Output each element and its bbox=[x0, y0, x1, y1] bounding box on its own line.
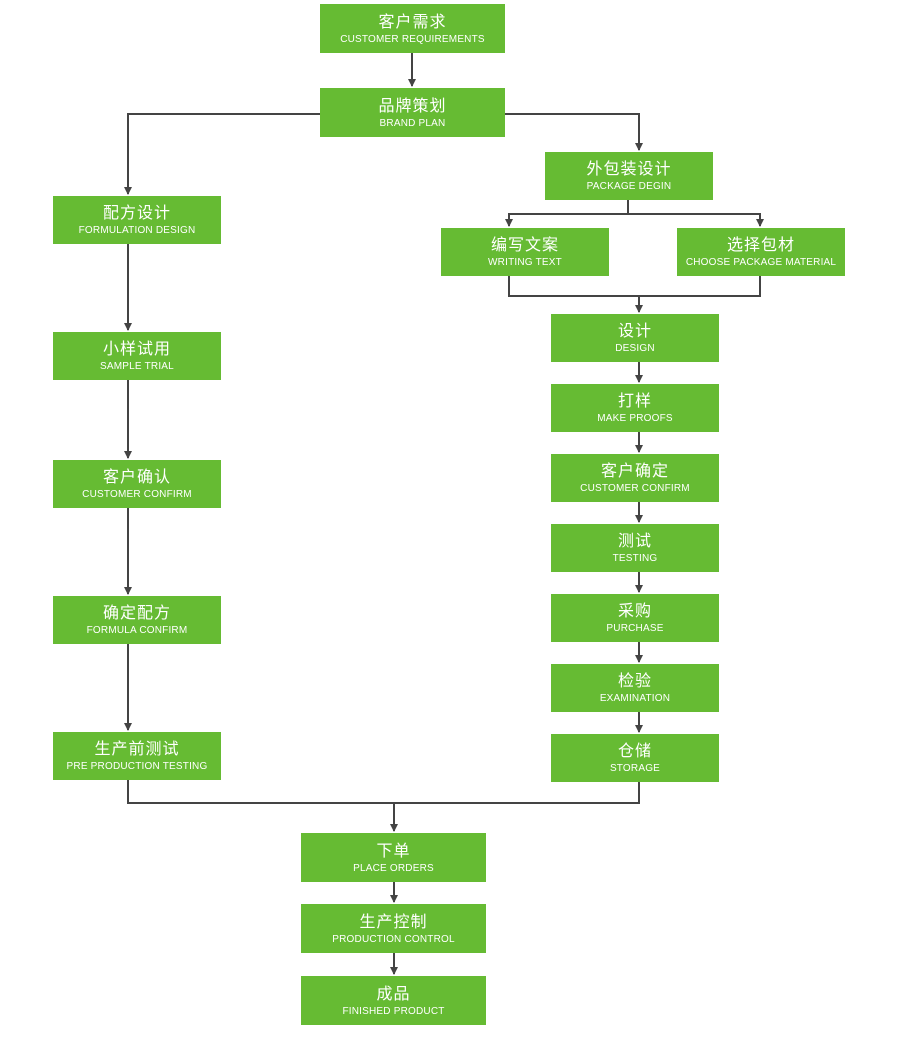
step-label-en: STORAGE bbox=[609, 763, 661, 774]
step-production-control: 生产控制 PRODUCTION CONTROL bbox=[301, 904, 486, 953]
step-label-en: CUSTOMER REQUIREMENTS bbox=[340, 33, 485, 45]
step-sample-trial: 小样试用 SAMPLE TRIAL bbox=[53, 332, 221, 380]
step-label-zh: 小样试用 bbox=[102, 339, 171, 358]
step-pre-production-testing: 生产前测试 PRE PRODUCTION TESTING bbox=[53, 732, 221, 780]
step-label-en: SAMPLE TRIAL bbox=[100, 361, 174, 372]
step-label-zh: 客户需求 bbox=[378, 11, 447, 31]
step-label-en: WRITING TEXT bbox=[488, 257, 562, 268]
step-make-proofs: 打样 MAKE PROOFS bbox=[551, 384, 719, 432]
step-label-en: PLACE ORDERS bbox=[353, 862, 434, 874]
step-label-en: TESTING bbox=[612, 553, 658, 564]
step-formulation-design: 配方设计 FORMULATION DESIGN bbox=[53, 196, 221, 244]
step-customer-confirm-left: 客户确认 CUSTOMER CONFIRM bbox=[53, 460, 221, 508]
step-label-zh: 客户确定 bbox=[600, 461, 669, 480]
step-choose-package-material: 选择包材 CHOOSE PACKAGE MATERIAL bbox=[677, 228, 845, 276]
step-label-zh: 采购 bbox=[617, 601, 652, 620]
step-label-zh: 生产前测试 bbox=[94, 739, 180, 758]
connector-join bbox=[127, 780, 640, 804]
step-label-en: BRAND PLAN bbox=[379, 117, 446, 129]
step-storage: 仓储 STORAGE bbox=[551, 734, 719, 782]
step-label-zh: 仓储 bbox=[617, 741, 652, 760]
step-label-en: PACKAGE DEGIN bbox=[586, 181, 672, 192]
step-label-zh: 编写文案 bbox=[490, 235, 559, 254]
step-label-zh: 检验 bbox=[617, 671, 652, 690]
step-examination: 检验 EXAMINATION bbox=[551, 664, 719, 712]
connector-brand-to-package bbox=[505, 113, 643, 151]
step-label-zh: 成品 bbox=[376, 983, 411, 1003]
step-customer-requirements: 客户需求 CUSTOMER REQUIREMENTS bbox=[320, 4, 505, 53]
step-label-en: FORMULA CONFIRM bbox=[86, 625, 188, 636]
step-brand-plan: 品牌策划 BRAND PLAN bbox=[320, 88, 505, 137]
step-label-en: PRODUCTION CONTROL bbox=[332, 933, 455, 945]
step-label-en: MAKE PROOFS bbox=[597, 413, 673, 424]
step-label-en: CUSTOMER CONFIRM bbox=[82, 489, 192, 500]
step-design: 设计 DESIGN bbox=[551, 314, 719, 362]
step-label-zh: 设计 bbox=[617, 321, 652, 340]
step-label-zh: 品牌策划 bbox=[378, 95, 447, 115]
connector-writing-merge bbox=[508, 276, 761, 297]
step-customer-confirm-right: 客户确定 CUSTOMER CONFIRM bbox=[551, 454, 719, 502]
step-label-zh: 选择包材 bbox=[726, 235, 795, 254]
step-label-zh: 客户确认 bbox=[102, 467, 171, 486]
step-label-en: PURCHASE bbox=[606, 623, 664, 634]
step-label-en: PRE PRODUCTION TESTING bbox=[66, 761, 208, 772]
step-label-en: FINISHED PRODUCT bbox=[342, 1005, 445, 1017]
step-label-zh: 打样 bbox=[617, 391, 652, 410]
step-label-en: DESIGN bbox=[615, 343, 655, 354]
step-testing: 测试 TESTING bbox=[551, 524, 719, 572]
step-package-design: 外包装设计 PACKAGE DEGIN bbox=[545, 152, 713, 200]
step-label-en: FORMULATION DESIGN bbox=[78, 225, 196, 236]
step-label-zh: 下单 bbox=[376, 840, 411, 860]
step-place-orders: 下单 PLACE ORDERS bbox=[301, 833, 486, 882]
step-label-zh: 外包装设计 bbox=[586, 159, 672, 178]
step-finished-product: 成品 FINISHED PRODUCT bbox=[301, 976, 486, 1025]
connector-split-to-material bbox=[628, 213, 764, 227]
step-label-zh: 测试 bbox=[617, 531, 652, 550]
step-label-en: CUSTOMER CONFIRM bbox=[580, 483, 690, 494]
step-label-en: CHOOSE PACKAGE MATERIAL bbox=[685, 257, 837, 268]
step-formula-confirm: 确定配方 FORMULA CONFIRM bbox=[53, 596, 221, 644]
step-label-zh: 配方设计 bbox=[102, 203, 171, 222]
step-label-zh: 确定配方 bbox=[102, 603, 171, 622]
step-purchase: 采购 PURCHASE bbox=[551, 594, 719, 642]
connector-split-to-writing bbox=[505, 213, 628, 227]
step-label-en: EXAMINATION bbox=[599, 693, 671, 704]
step-writing-text: 编写文案 WRITING TEXT bbox=[441, 228, 609, 276]
step-label-zh: 生产控制 bbox=[359, 911, 428, 931]
connector-brand-to-formulation bbox=[124, 113, 320, 195]
